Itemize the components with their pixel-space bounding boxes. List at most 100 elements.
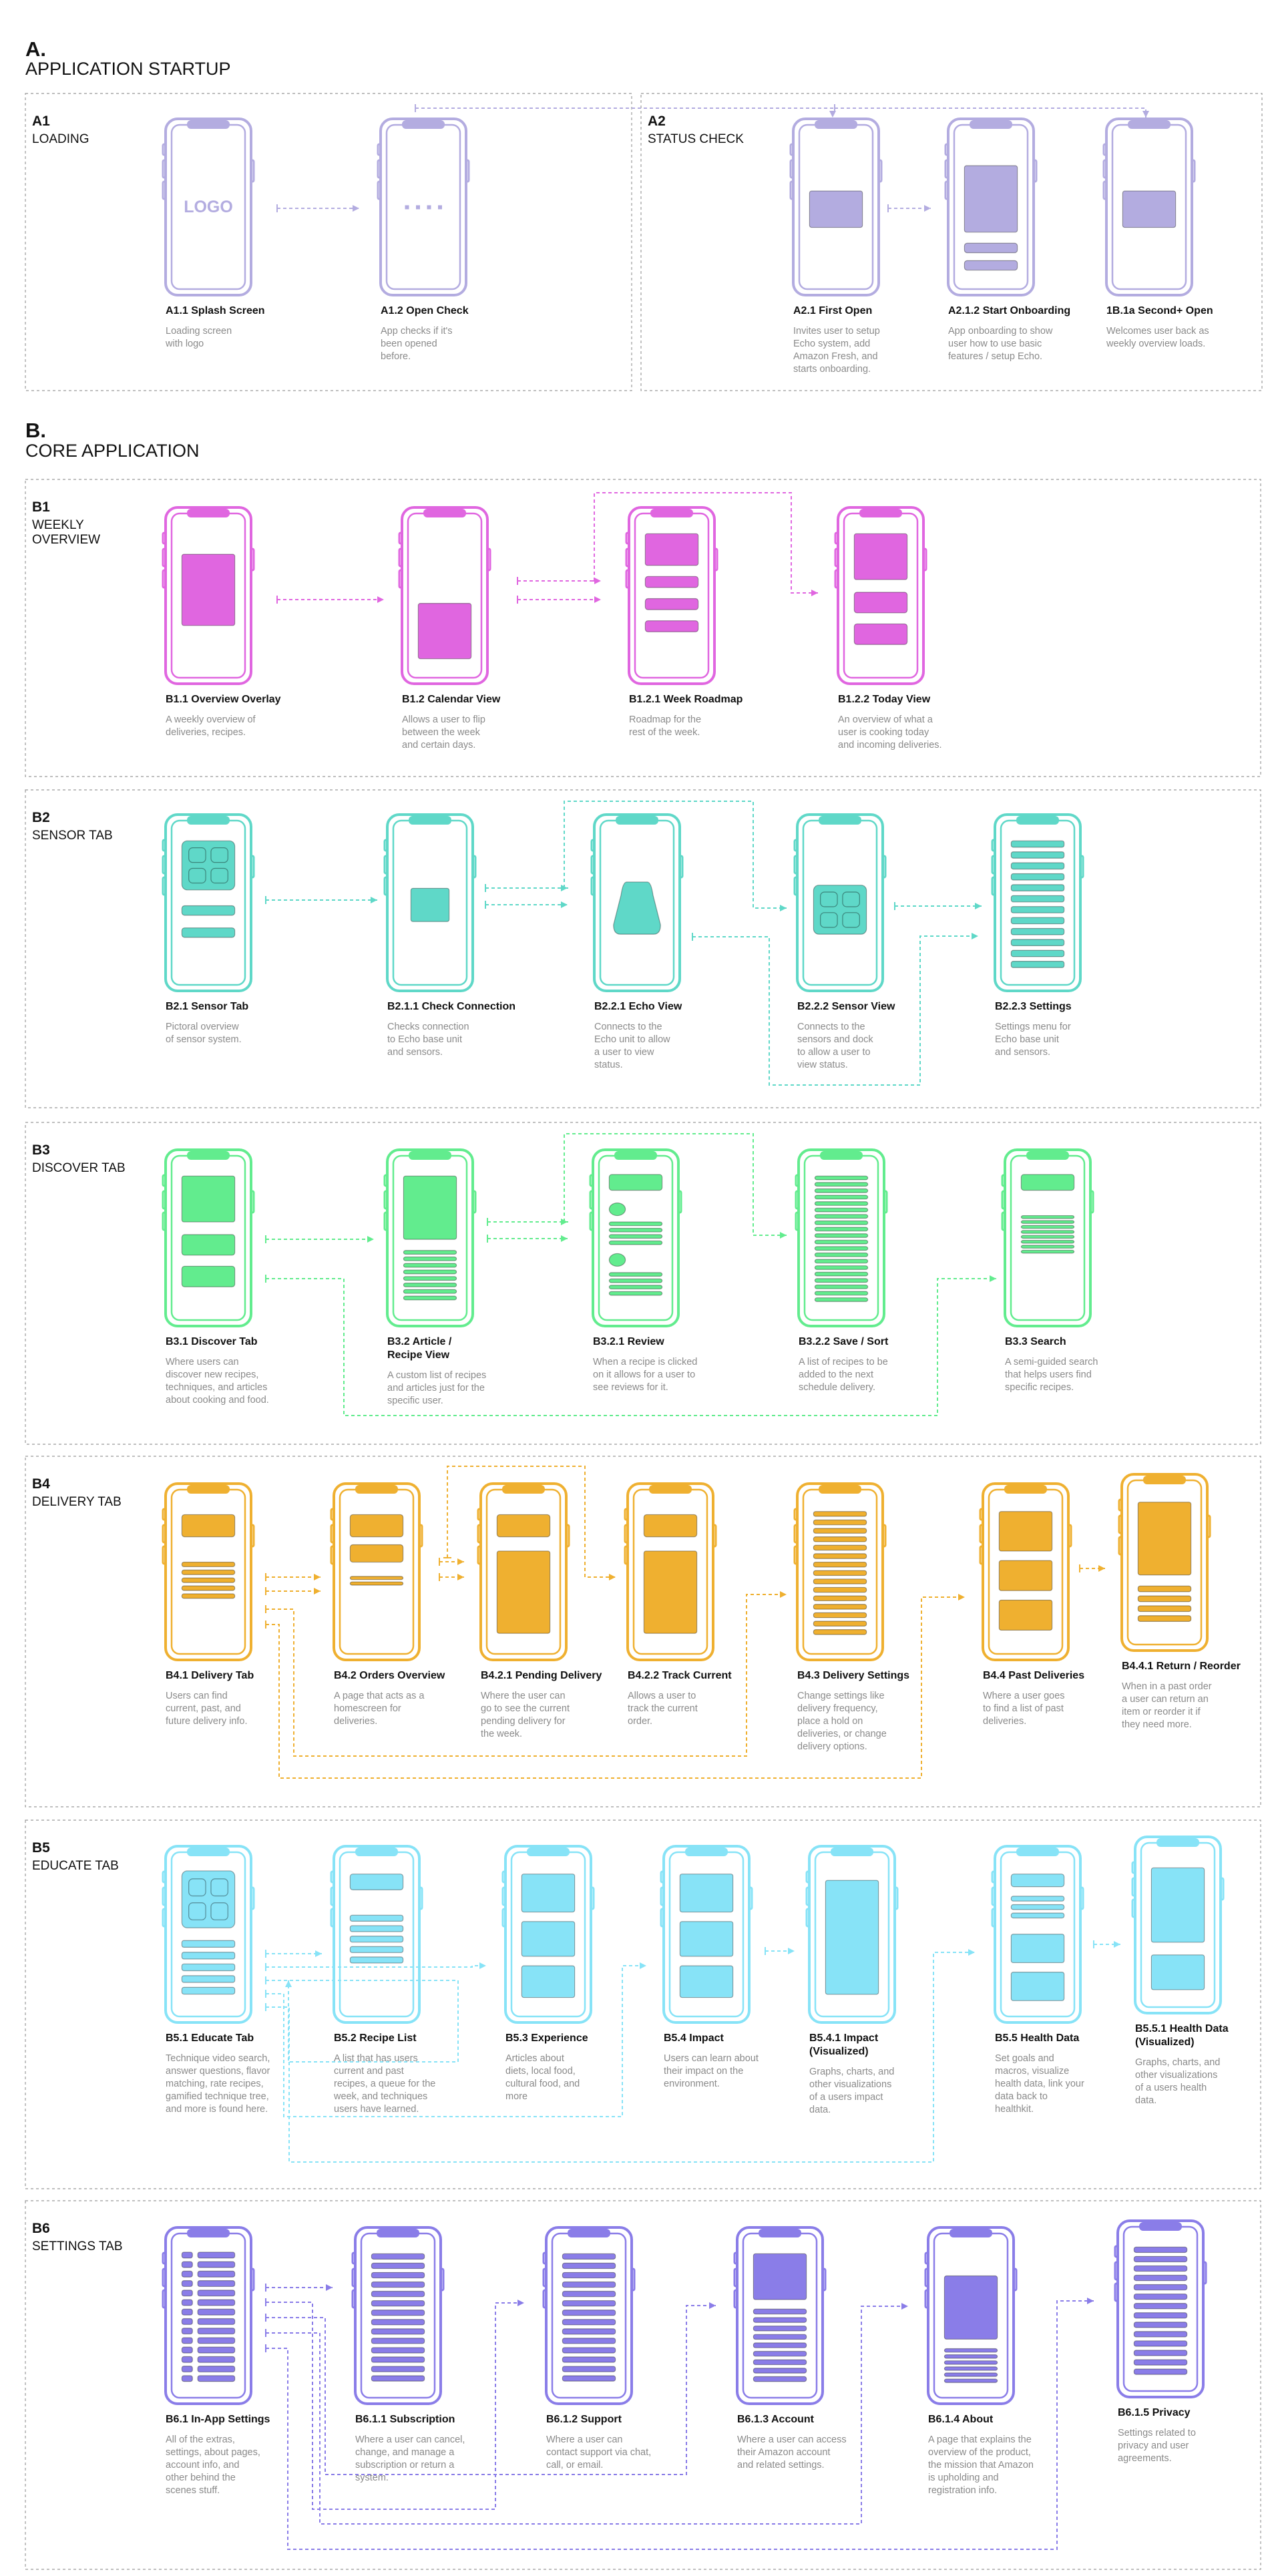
screen-block [1137,1502,1192,1576]
screen-row [403,1295,457,1301]
screen-description: data. [1135,2095,1156,2106]
screen-row [1137,1585,1192,1592]
screen-row [562,2272,616,2279]
phone-notch [187,1485,230,1494]
phone-notch [831,1848,873,1856]
screen-description: a user to view [594,1047,654,1058]
arrow-line [266,1952,975,2163]
arrow-line [594,492,818,594]
screen-description: starts onboarding. [793,364,871,375]
phone-b21 [162,813,255,992]
screen-row [813,1536,867,1542]
screen-tile [210,847,228,863]
screen-description: delivery options. [797,1741,867,1752]
flow-arrow [276,204,359,212]
flow-arrow [265,1594,965,1779]
section-code: B2 [32,810,50,825]
screen-description: between the week [402,727,481,738]
screen-description: status. [594,1060,623,1070]
screen-block [853,533,908,580]
screen-row [608,1278,663,1283]
screen-row [371,2375,425,2382]
phone-notch [1016,816,1059,825]
arrow-line [415,108,833,118]
screen-block [608,1174,663,1191]
phone-b51 [162,1845,255,2024]
screen-description: a user can return an [1122,1694,1209,1705]
heading-title: APPLICATION STARTUP [25,59,231,79]
phone-a212 [944,118,1038,296]
screen-row [1010,961,1065,968]
screen-row [814,1265,869,1270]
screen-description: A semi-guided search [1005,1357,1098,1367]
screen-row-icon [181,2346,193,2354]
screen-row [371,2281,425,2288]
arrow-head [709,2302,716,2309]
screen-description: overview of the product, [928,2447,1031,2458]
screen-title: B4.2.1 Pending Delivery [481,1670,602,1681]
screen-tile [842,912,860,928]
screen-row [181,1986,236,1995]
screen-block [943,2275,998,2340]
screen-row [813,1553,867,1559]
phone-a1b [1102,118,1196,296]
phone-notch [409,1151,451,1160]
screen-row [181,1569,236,1575]
screen-row [371,2328,425,2335]
section-code: B4 [32,1476,50,1492]
screen-description: is upholding and [928,2473,999,2483]
screen-block [644,576,699,588]
arrow-head [353,205,359,212]
arrow-head [780,1232,787,1239]
screen-row [1020,1249,1075,1254]
screen-row [371,2319,425,2326]
screen-row [349,1576,404,1580]
screen-row [753,2376,807,2382]
screen-description: pending delivery for [481,1716,566,1727]
arrow-head [901,2303,908,2310]
phone-notch [685,1848,728,1856]
screen-block [410,887,450,922]
phone-notch [859,509,902,517]
screen-block [644,533,699,566]
screen-row [943,2378,998,2383]
screen-row [813,1570,867,1576]
screen-description: Allows a user to [628,1691,696,1701]
screen-row [197,2346,236,2354]
screen-row [608,1272,663,1277]
screen-description: of a users impact [809,2092,883,2103]
screen-row [608,1240,663,1245]
arrow-line [266,2306,908,2525]
screen-description: When in a past order [1122,1681,1212,1692]
screen-row [1010,1904,1065,1910]
screen-block [643,1514,698,1538]
section-box-B1 [25,479,1261,777]
screen-block [1122,190,1177,228]
phone-notch [650,509,693,517]
screen-row [349,1956,404,1964]
screen-row [753,2317,807,2323]
screen-description: item or reorder it if [1122,1707,1201,1717]
screen-tile [188,1902,206,1920]
screen-row [371,2347,425,2354]
screen-description: Settings related to [1118,2428,1196,2438]
screen-description: environment. [664,2079,720,2089]
screen-block [644,598,699,610]
arrow-head [326,2284,333,2291]
phone-b31 [162,1148,255,1327]
flow-arrow [485,901,568,909]
screen-block [1010,1874,1065,1888]
screen-row [371,2356,425,2363]
screen-block [349,1514,404,1538]
screen-description: with logo [165,339,204,349]
screen-description: user how to use basic [948,339,1042,349]
flow-arrow [443,1466,616,1580]
screen-description: change, and manage a [355,2447,455,2458]
screen-title: 1B.1a Second+ Open [1106,305,1213,316]
screen-row [403,1269,457,1275]
screen-row [562,2300,616,2307]
screen-description: Pictoral overview [166,1022,239,1032]
screen-row [813,1519,867,1526]
screen-row [1020,1220,1075,1224]
arrow-head [829,111,836,118]
